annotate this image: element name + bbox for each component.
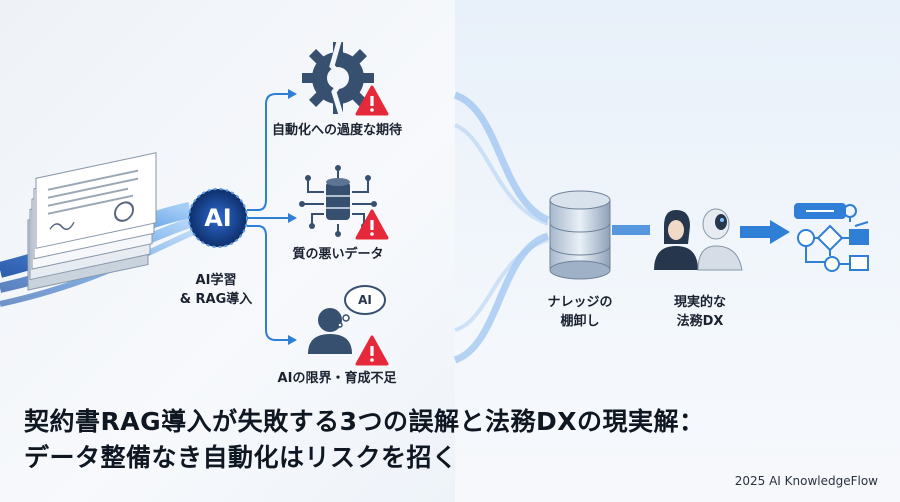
source-label-line1: AI学習 bbox=[195, 273, 237, 288]
workflow-diagram-icon bbox=[794, 203, 869, 272]
human-robot-icon bbox=[654, 208, 743, 271]
knowledge-label: ナレッジの 棚卸し bbox=[536, 293, 624, 331]
warning-icon bbox=[355, 209, 389, 240]
arrow-heads bbox=[288, 89, 297, 345]
dx-label: 現実的な 法務DX bbox=[660, 293, 740, 331]
broken-gear-icon bbox=[302, 37, 374, 119]
knowledge-flow bbox=[453, 91, 772, 364]
dx-label-line2: 法務DX bbox=[676, 314, 724, 329]
source-label: AI学習 & RAG導入 bbox=[166, 271, 266, 309]
title-line1: 契約書RAG導入が失敗する3つの誤解と法務DXの現実解： bbox=[24, 407, 705, 436]
footer-credit: 2025 AI KnowledgeFlow bbox=[734, 474, 878, 488]
branch-arrows bbox=[247, 93, 288, 341]
page-title: 契約書RAG導入が失敗する3つの誤解と法務DXの現実解： データ整備なき自動化は… bbox=[24, 404, 705, 476]
title-line2: データ整備なき自動化はリスクを招く bbox=[24, 443, 458, 472]
flow-arrow-icon bbox=[770, 220, 790, 244]
ai-badge-label: AI bbox=[204, 204, 232, 232]
knowledge-database-icon bbox=[549, 190, 611, 280]
document-stack-icon bbox=[27, 152, 157, 291]
mistake-label-1: 自動化への過度な期待 bbox=[271, 123, 402, 138]
warning-icon bbox=[355, 335, 389, 366]
dx-label-line1: 現実的な bbox=[673, 295, 726, 310]
thought-bubble-label: AI bbox=[358, 293, 372, 307]
source-label-line2: & RAG導入 bbox=[179, 292, 253, 307]
person-thinking-icon bbox=[308, 308, 352, 354]
warning-icon bbox=[355, 85, 389, 116]
mistake-label-2: 質の悪いデータ bbox=[292, 247, 384, 262]
knowledge-label-line2: 棚卸し bbox=[560, 314, 600, 329]
thought-bubble-icon bbox=[337, 285, 386, 328]
knowledge-label-line1: ナレッジの bbox=[547, 295, 613, 310]
mistake-label-3: AIの限界・育成不足 bbox=[277, 371, 397, 386]
